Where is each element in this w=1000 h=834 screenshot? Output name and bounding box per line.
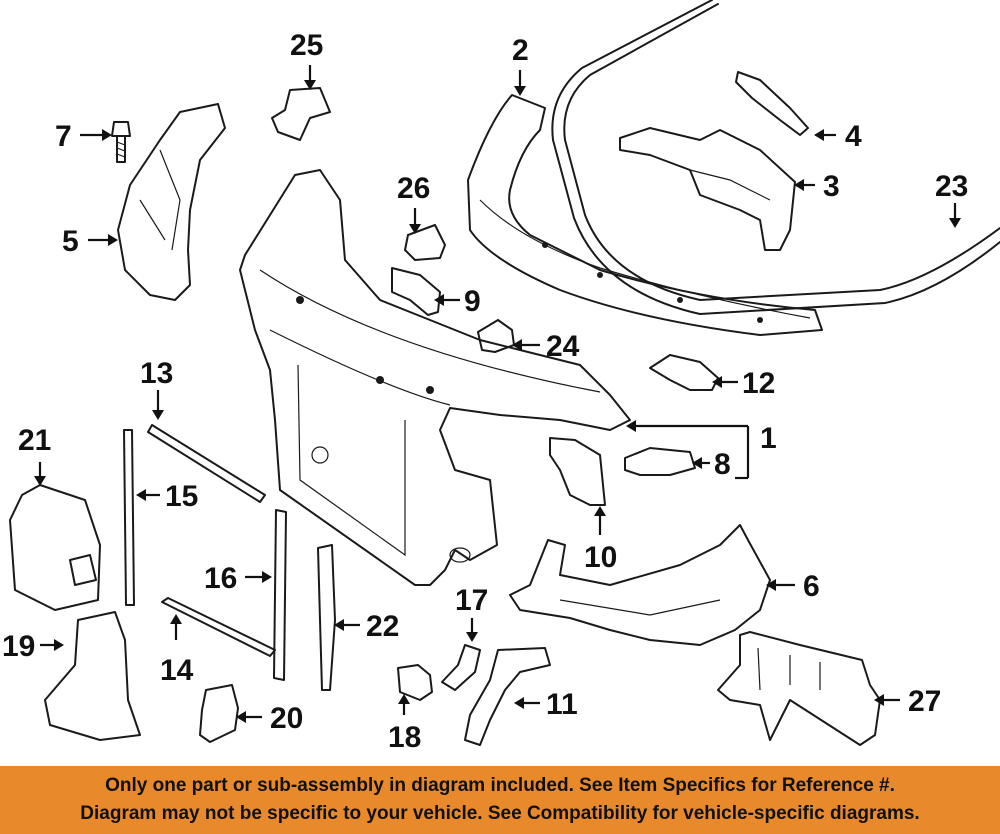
part-17-hose [441, 644, 481, 691]
part-4-bracket [735, 71, 809, 136]
callout-23: 23 [935, 170, 968, 203]
part-13-seal [147, 424, 266, 503]
part-26-clip [404, 224, 446, 261]
callout-26: 26 [397, 172, 430, 205]
disclaimer-banner: Only one part or sub-assembly in diagram… [0, 766, 1000, 834]
part-27-bracket [717, 631, 881, 746]
part-15-seal [123, 429, 135, 606]
part-22-bracket [317, 544, 336, 691]
callout-5: 5 [62, 225, 79, 258]
part-14-seal [161, 597, 276, 657]
part-2-crossmember [467, 94, 823, 336]
callout-20: 20 [270, 702, 303, 735]
part-6-lower-carrier [509, 524, 771, 646]
callout-10: 10 [584, 541, 617, 574]
part-5-air-guide [117, 103, 226, 301]
callout-21: 21 [18, 424, 51, 457]
part-19-guide [44, 611, 141, 741]
callout-3: 3 [823, 170, 840, 203]
disclaimer-line-2: Diagram may not be specific to your vehi… [80, 803, 920, 824]
callout-7: 7 [55, 120, 72, 153]
callout-9: 9 [464, 285, 481, 318]
part-24-clip [477, 319, 515, 353]
callout-18: 18 [388, 721, 421, 754]
callout-12: 12 [742, 367, 775, 400]
callout-25: 25 [290, 29, 323, 62]
part-10-bracket [549, 437, 606, 506]
part-21-module [9, 484, 101, 611]
callout-19: 19 [2, 630, 35, 663]
part-8-bracket [624, 447, 696, 476]
callout-8: 8 [714, 448, 731, 481]
callout-27: 27 [908, 685, 941, 718]
part-12-bracket [649, 354, 719, 391]
callout-6: 6 [803, 570, 820, 603]
part-9-bracket [391, 267, 441, 316]
callout-17: 17 [455, 584, 488, 617]
callout-4: 4 [845, 120, 862, 153]
callout-22: 22 [366, 610, 399, 643]
part-25-bracket [271, 87, 331, 141]
part-11-bracket [464, 647, 551, 746]
callout-2: 2 [512, 34, 529, 67]
part-7-bolt [111, 121, 131, 163]
part-1-front-carrier [239, 169, 631, 586]
part-16-seal [273, 509, 287, 681]
callout-14: 14 [160, 654, 194, 687]
callout-11: 11 [546, 688, 578, 721]
callout-1: 1 [760, 422, 777, 455]
callout-arrows [34, 65, 961, 723]
parts-diagram: 7 5 25 2 4 3 23 26 9 24 12 1 8 10 6 13 2… [2, 0, 1000, 754]
part-20-clip [199, 684, 239, 743]
callout-13: 13 [140, 357, 173, 390]
disclaimer-line-1: Only one part or sub-assembly in diagram… [105, 775, 895, 796]
part-3-bracket [619, 127, 796, 251]
callout-16: 16 [204, 562, 237, 595]
callout-24: 24 [546, 330, 580, 363]
part-23-strip [551, 0, 1000, 315]
callout-15: 15 [165, 480, 198, 513]
part-18-clip [397, 664, 433, 701]
